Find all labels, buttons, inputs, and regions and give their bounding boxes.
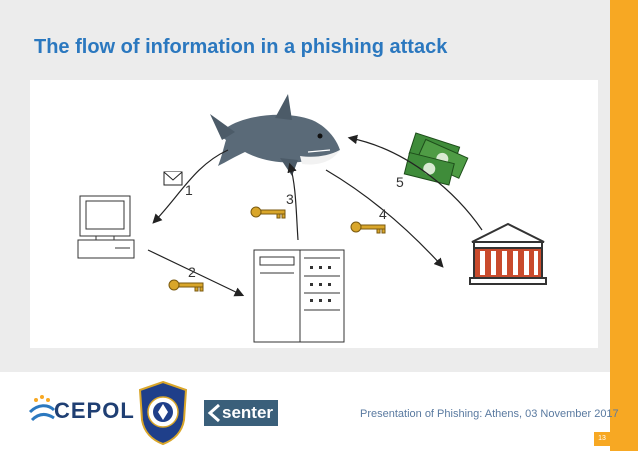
key-icon [250, 206, 286, 219]
footer-presentation-text: Presentation of Phishing: Athens, 03 Nov… [360, 408, 619, 420]
diagram-panel: 1 2 3 4 5 [30, 80, 598, 348]
arrow-step-2 [147, 249, 245, 297]
page-number-badge: 13 [594, 432, 610, 446]
server-icon [253, 249, 345, 343]
arrow-step-3 [287, 162, 299, 241]
senter-chevron-icon [207, 403, 220, 423]
key-icon [350, 221, 386, 234]
step-label-1: 1 [185, 182, 193, 198]
arrow-step-5 [347, 134, 483, 231]
bank-icon [469, 222, 547, 285]
phishing-flow-diagram: 1 2 3 4 5 [77, 94, 547, 343]
footer: CEPOL senter Presentation of Phishing: A… [0, 372, 619, 451]
money-icon [403, 132, 469, 186]
step-label-2: 2 [188, 264, 196, 280]
step-label-3: 3 [286, 191, 294, 207]
arrow-step-4 [325, 169, 444, 268]
key-icon [168, 279, 204, 292]
envelope-icon [163, 171, 183, 186]
computer-icon [77, 195, 135, 259]
senter-logo-text: senter [222, 403, 274, 422]
cepol-logo-icon [28, 395, 56, 422]
arrow-step-1 [152, 149, 229, 224]
senter-logo: senter [204, 400, 278, 426]
slide-title: The flow of information in a phishing at… [34, 36, 448, 58]
step-label-4: 4 [379, 206, 387, 222]
shark-icon [210, 94, 340, 176]
hellenic-police-emblem-icon [138, 380, 188, 446]
accent-sidebar [610, 0, 638, 451]
step-label-5: 5 [396, 174, 404, 190]
cepol-logo-text: CEPOL [54, 398, 135, 423]
